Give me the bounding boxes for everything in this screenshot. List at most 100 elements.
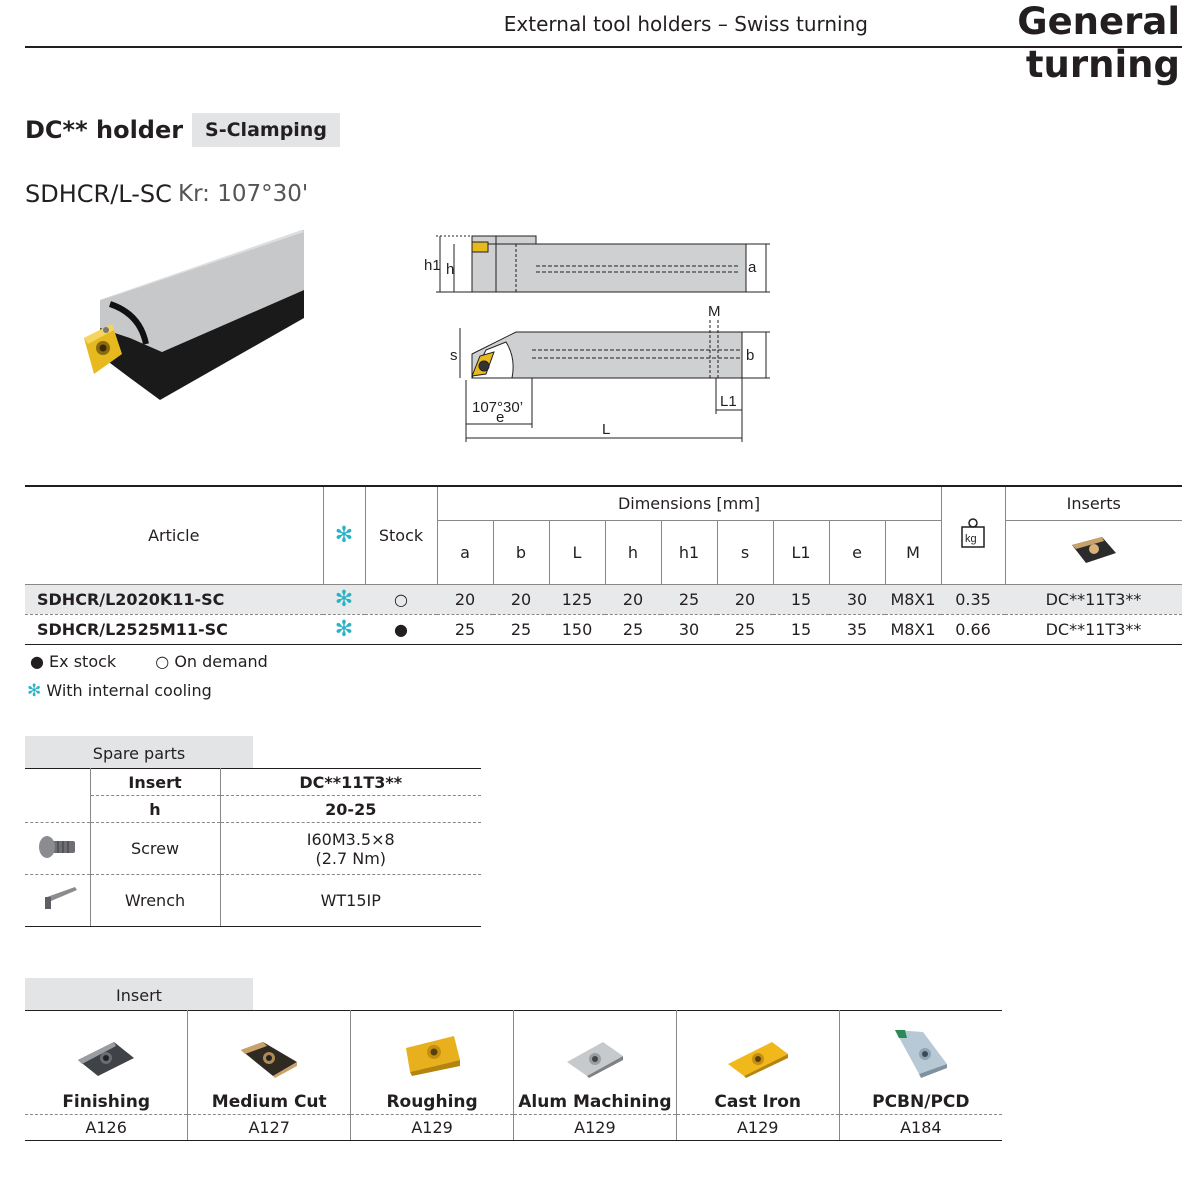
stock-legend: ● Ex stock ○ On demand: [30, 652, 302, 671]
clamping-badge: S-Clamping: [192, 113, 340, 147]
dim-label-e: e: [496, 409, 504, 426]
weight-icon: kg: [961, 518, 985, 548]
value-cell: 25: [717, 614, 773, 645]
col-M: M: [884, 520, 942, 585]
col-b: b: [492, 520, 550, 585]
col-L: L: [548, 520, 606, 585]
cooling-header: ✻: [322, 485, 366, 585]
spare-insert-label: Insert: [90, 768, 221, 796]
insert-name: Finishing: [62, 1092, 151, 1112]
article-cell: SDHCR/L2020K11-SC: [25, 584, 323, 615]
col-h: h: [604, 520, 662, 585]
dim-label-angle: 107°30’: [472, 399, 523, 416]
spare-h-label: h: [90, 795, 221, 823]
article-header: Article: [25, 485, 324, 585]
screw-icon-cell: [25, 822, 91, 875]
insert-code[interactable]: A129: [350, 1114, 514, 1141]
screw-value-cell: I60M3.5×8 (2.7 Nm): [220, 822, 481, 875]
insert-code[interactable]: A129: [513, 1114, 677, 1141]
weight-header: kg: [940, 485, 1006, 585]
dim-label-b: b: [746, 347, 754, 364]
inserts-header: Inserts: [1004, 485, 1182, 521]
value-cell: 15: [773, 614, 829, 645]
model-name: SDHCR/L-SC: [25, 180, 172, 208]
header-title: General turning: [1017, 0, 1180, 86]
insert-roughing[interactable]: Roughing: [350, 1010, 514, 1115]
insert-finishing[interactable]: Finishing: [25, 1010, 189, 1115]
insert-grades-table: Finishing Medium Cut Roughing: [25, 1010, 1002, 1141]
value-cell: 20: [437, 584, 493, 615]
insert-name: Medium Cut: [211, 1092, 327, 1112]
insert-name: Roughing: [386, 1092, 478, 1112]
dim-label-h1: h1: [424, 257, 441, 274]
insert-code[interactable]: A126: [25, 1114, 189, 1141]
header-divider: [25, 46, 1182, 48]
col-e: e: [828, 520, 886, 585]
spare-parts-table: Insert DC**11T3** h 20-25 Screw I60M3.5×…: [25, 768, 481, 927]
value-cell: 35: [829, 614, 885, 645]
legend-cooling-text: With internal cooling: [46, 681, 212, 700]
cooling-icon: ✻: [27, 681, 42, 701]
insert-cast-iron[interactable]: Cast Iron: [676, 1010, 840, 1115]
holder-title: DC** holder: [25, 116, 184, 144]
wrench-label: Wrench: [90, 874, 221, 927]
spare-parts-label: Spare parts: [25, 736, 253, 768]
value-cell: 25: [493, 614, 549, 645]
model-kr-angle: Kr: 107°30': [178, 181, 309, 207]
cooling-cell: ✻: [323, 614, 365, 645]
value-cell: 150: [549, 614, 605, 645]
insert-code[interactable]: A127: [187, 1114, 352, 1141]
insert-cell: DC**11T3**: [1005, 584, 1182, 615]
stock-cell: ○: [365, 584, 437, 615]
cooling-cell: ✻: [323, 584, 365, 615]
screw-icon: [39, 835, 76, 858]
insert-pcbn-pcd[interactable]: PCBN/PCD: [839, 1010, 1002, 1115]
weight-cell: 0.66: [941, 614, 1005, 645]
table-row: SDHCR/L2525M11-SC ✻ ● 25 25 150 25 30 25…: [25, 614, 1182, 645]
screw-label: Screw: [90, 822, 221, 875]
legend-ex-stock: ● Ex stock: [30, 652, 117, 671]
insert-icon: [1071, 537, 1116, 563]
technical-drawing: h1 h a M s b 107°30’ e L1 L: [424, 235, 770, 442]
insert-alum-machining[interactable]: Alum Machining: [513, 1010, 677, 1115]
wrench-icon: [45, 886, 78, 909]
pcbn-pcd-insert-icon: [894, 1030, 947, 1078]
cooling-legend: ✻ With internal cooling: [27, 681, 212, 701]
spare-insert-value: DC**11T3**: [220, 768, 481, 796]
legend-on-demand: ○ On demand: [155, 652, 268, 671]
spare-h-value: 20-25: [220, 795, 481, 823]
value-cell: M8X1: [885, 584, 941, 615]
insert-name: PCBN/PCD: [872, 1092, 970, 1112]
value-cell: 25: [605, 614, 661, 645]
value-cell: 20: [717, 584, 773, 615]
alum-machining-insert-icon: [566, 1042, 623, 1078]
tool-holder-image: [84, 230, 304, 400]
value-cell: 125: [549, 584, 605, 615]
col-s: s: [716, 520, 774, 585]
dim-label-L: L: [602, 421, 610, 438]
col-L1: L1: [772, 520, 830, 585]
insert-medium-cut[interactable]: Medium Cut: [187, 1010, 352, 1115]
wrench-icon-cell: [25, 874, 91, 927]
dim-label-a: a: [748, 259, 757, 276]
kg-label: kg: [965, 533, 977, 545]
wrench-value: WT15IP: [220, 874, 481, 927]
dim-label-M: M: [708, 303, 721, 320]
value-cell: 15: [773, 584, 829, 615]
value-cell: 20: [605, 584, 661, 615]
value-cell: 20: [493, 584, 549, 615]
dim-label-s: s: [450, 347, 458, 364]
articles-table: Article ✻ Stock Dimensions [mm] kg Inser…: [25, 485, 1182, 645]
insert-code[interactable]: A184: [839, 1114, 1002, 1141]
medium-cut-insert-icon: [241, 1042, 298, 1078]
insert-section-label: Insert: [25, 978, 253, 1010]
insert-code[interactable]: A129: [676, 1114, 840, 1141]
table-row: SDHCR/L2020K11-SC ✻ ○ 20 20 125 20 25 20…: [25, 584, 1182, 615]
cast-iron-insert-icon: [727, 1042, 788, 1078]
spare-empty-cell: [25, 768, 91, 823]
col-h1: h1: [660, 520, 718, 585]
insert-name: Alum Machining: [518, 1092, 672, 1112]
roughing-insert-icon: [406, 1036, 461, 1076]
value-cell: 30: [829, 584, 885, 615]
insert-cell: DC**11T3**: [1005, 614, 1182, 645]
